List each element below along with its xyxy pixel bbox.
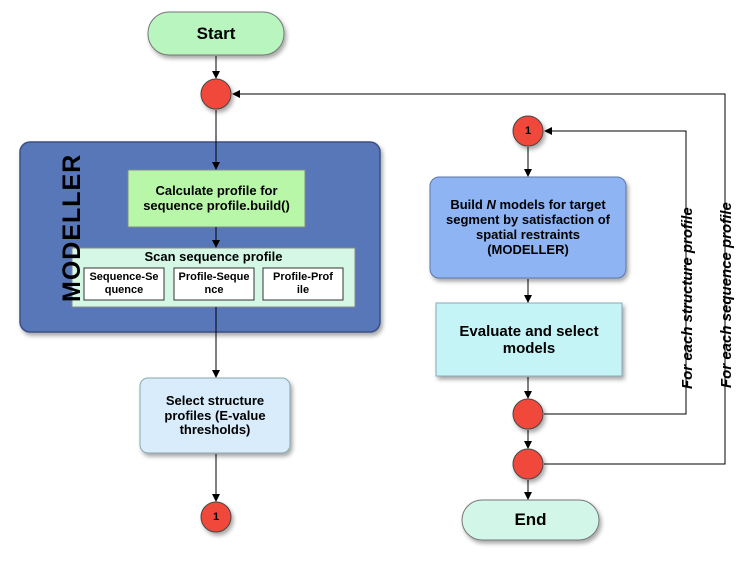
evaluate-box (435, 302, 623, 377)
build-models-box (429, 176, 627, 279)
calc-profile-box (127, 169, 306, 228)
structure-loop-label: For each structure profile (679, 207, 696, 389)
scan-prof-seq-label: Profile-Sequence (178, 271, 250, 296)
connector-out-label: 1 (212, 510, 220, 523)
select-profiles-label: Select structure profiles (E-value thres… (164, 392, 266, 438)
scan-seq-seq-box (83, 267, 165, 301)
scan-prof-seq-box (173, 267, 255, 301)
build-models-label: Build N models for target segment by sat… (446, 197, 610, 257)
start-terminal (147, 11, 285, 56)
connector-in-label: 1 (524, 124, 532, 137)
scan-prof-prof-box (262, 267, 344, 301)
scan-title: Scan sequence profile (144, 249, 283, 265)
merge-node (200, 78, 232, 110)
structure-loop-line (544, 127, 687, 415)
evaluate-label: Evaluate and select models (459, 322, 599, 357)
connector-in-node (512, 115, 544, 147)
end-label: End (514, 510, 547, 530)
connector-out-node (200, 501, 232, 533)
scan-seq-seq-label: Sequence-Sequence (89, 271, 159, 296)
end-terminal (461, 499, 600, 541)
sequence-loop-line (232, 90, 726, 465)
sequence-loop-node (512, 448, 544, 480)
sequence-loop-label: For each sequence profile (718, 202, 735, 388)
select-profiles-box (139, 377, 291, 454)
scan-prof-prof-label: Profile-Profile (273, 271, 333, 296)
structure-loop-node (512, 398, 544, 430)
modeller-label: MODELLER (58, 153, 86, 302)
start-label: Start (196, 23, 236, 43)
calc-profile-label: Calculate profile for sequence profile.b… (143, 183, 290, 213)
